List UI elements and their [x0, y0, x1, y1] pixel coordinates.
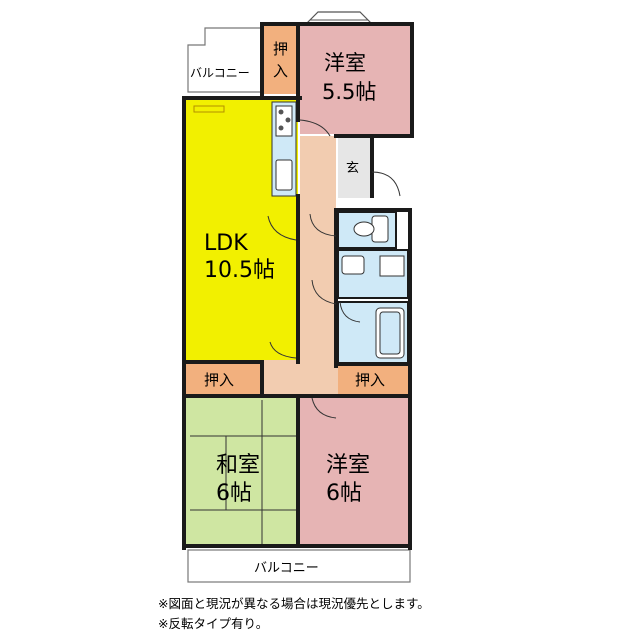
western-bottom-name: 洋室 — [326, 453, 370, 478]
balcony-bottom-label: バルコニー — [254, 561, 319, 576]
oshiire-top-char-1: 押 — [273, 40, 288, 58]
door-swings — [267, 119, 401, 419]
western-room-top — [300, 24, 410, 134]
balcony-top: バルコニー — [187, 27, 263, 93]
oshiire-left — [186, 362, 260, 396]
genkan — [338, 136, 372, 198]
oshiire-top — [264, 24, 300, 94]
note-1: ※図面と現況が異なる場合は現況優先とします。 — [158, 596, 430, 611]
ldk-name: LDK — [204, 231, 248, 256]
stove-icon — [275, 105, 293, 137]
ldk-fixture — [193, 105, 225, 113]
western-top-name: 洋室 — [324, 51, 366, 75]
washroom — [337, 249, 409, 299]
balcony-bottom: バルコニー — [187, 549, 411, 583]
washitsu-name: 和室 — [216, 453, 260, 478]
western-bottom-size: 6帖 — [326, 481, 362, 506]
ldk-size: 10.5帖 — [204, 258, 275, 283]
western-room-bottom — [300, 398, 410, 546]
oshiire-right — [338, 364, 408, 396]
tatami-lines — [190, 400, 296, 544]
kitchen-sink — [275, 159, 293, 191]
oshiire-right-label: 押入 — [355, 371, 385, 389]
oshiire-top-char-2: 入 — [273, 62, 288, 80]
note-2: ※反転タイプ有り。 — [158, 616, 269, 631]
toilet — [337, 211, 397, 249]
bay-window — [305, 11, 373, 25]
washitsu-size: 6帖 — [216, 481, 252, 506]
corridor — [262, 136, 338, 396]
oshiire-left-label: 押入 — [204, 371, 234, 389]
balcony-top-label: バルコニー — [190, 66, 250, 80]
genkan-label: 玄 — [346, 161, 359, 176]
bathroom — [337, 301, 409, 367]
western-top-size: 5.5帖 — [322, 80, 376, 104]
washitsu-room — [186, 398, 298, 546]
